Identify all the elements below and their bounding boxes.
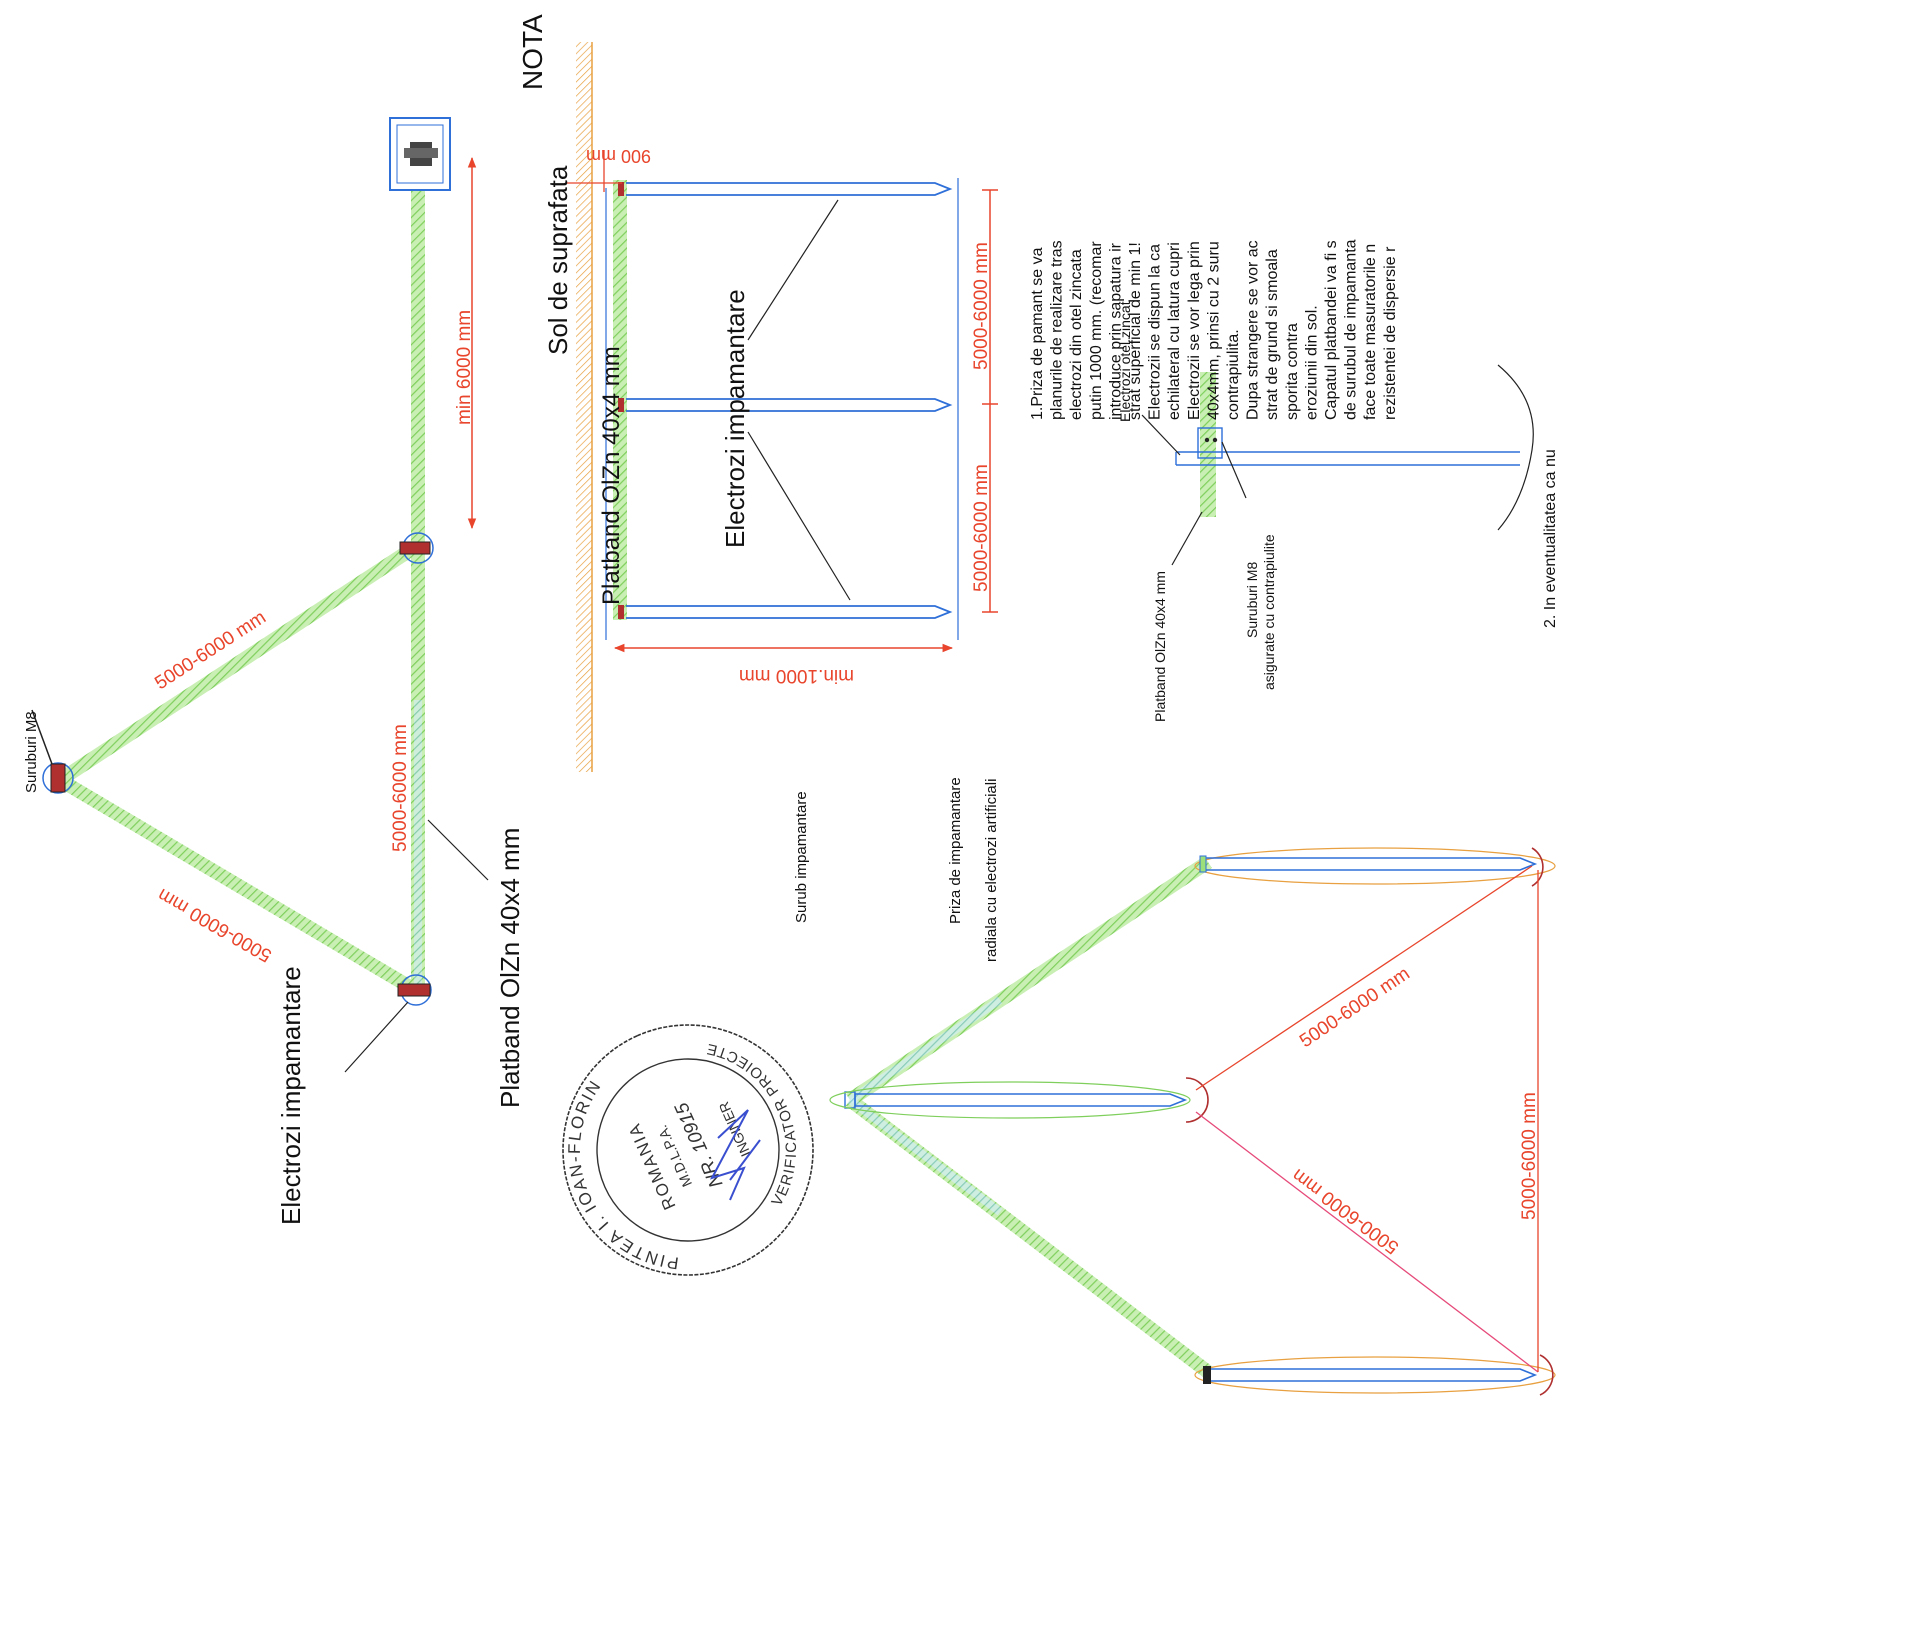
- notes-line: putin 1000 mm. (recomar: [1088, 241, 1105, 420]
- notes-line: introduce prin sapatura ir: [1107, 242, 1124, 420]
- detail-view: Electrozi otel zincat Platband OlZn 40x4…: [1117, 301, 1534, 722]
- notes-heading: NOTA: [517, 14, 548, 90]
- plan-strip-ac: [56, 773, 419, 997]
- radial-dim-a: 5000-6000 mm: [1296, 963, 1414, 1052]
- detail-electrode-label: Electrozi otel zincat: [1117, 301, 1133, 422]
- section-dim-spacing-b: 5000-6000 mm: [971, 464, 992, 592]
- radial-dim-b: 5000-6000 mm: [1288, 1164, 1403, 1258]
- signature: [709, 1109, 761, 1201]
- plan-strip-label: Platband OlZn 40x4 mm: [495, 828, 525, 1108]
- electrode-node: [42, 762, 74, 794]
- radial-electrode: [829, 1077, 1209, 1123]
- plan-dim-distance: min 6000 mm: [454, 310, 475, 425]
- stamp-title: INGINER: [715, 1099, 753, 1159]
- notes-line: eroziunii din sol.: [1303, 305, 1320, 420]
- radial-screw-label: Surub impamantare: [793, 791, 810, 923]
- notes-line: Electrozii se dispun la ca: [1147, 244, 1164, 420]
- notes-item-2: 2. In eventualitatea ca nu: [1542, 449, 1559, 628]
- detail-bolts-label-line2: asigurate cu contrapiulite: [1261, 534, 1277, 690]
- grounding-screw-box: [389, 117, 451, 191]
- notes-line: electrozi din otel zincata: [1068, 249, 1085, 420]
- notes-line: echilateral cu latura cupri: [1166, 242, 1183, 420]
- notes-line: face toate masuratorile n: [1362, 244, 1379, 420]
- notes-line: strat de grund si smoala: [1264, 249, 1281, 420]
- section-electrodes-label: Electrozi impamantare: [720, 289, 750, 548]
- notes-line: de surubul de impamanta: [1343, 239, 1360, 420]
- detail-strip: [1200, 372, 1216, 517]
- plan-electrodes-label: Electrozi impamantare: [276, 966, 306, 1225]
- radial-title-line1: Priza de impamantare: [947, 777, 964, 924]
- soil-surface: [576, 42, 592, 772]
- section-electrode: [618, 605, 953, 619]
- section-surface-label: Sol de suprafata: [543, 165, 573, 355]
- notes-line: 40x4mm, prinsi cu 2 suru: [1205, 241, 1222, 420]
- detail-bolts-label-line1: Suruburi M8: [1244, 562, 1260, 638]
- notes-line: contrapiulita.: [1225, 329, 1242, 420]
- section-view: 900 mm min.1000 mm 5000-6000 mm 5000-600…: [543, 42, 998, 772]
- section-dim-length: min.1000 mm: [739, 665, 854, 686]
- notes-line: sporita contra: [1284, 323, 1301, 420]
- radial-dim-c: 5000-6000 mm: [1519, 1092, 1540, 1220]
- detail-strip-label: Platband OlZn 40x4 mm: [1152, 571, 1168, 722]
- radial-electrode: [1194, 1354, 1556, 1396]
- section-electrode: [618, 398, 953, 412]
- plan-bolts-label: Suruburi M8: [23, 711, 40, 793]
- electrode-node: [397, 974, 432, 1006]
- section-dim-spacing-a: 5000-6000 mm: [971, 242, 992, 370]
- electrode-node: [399, 532, 434, 564]
- radial-title-line2: radiala cu electrozi artificiali: [983, 779, 1000, 962]
- notes-line: strat superficial de min 1!: [1127, 242, 1144, 420]
- plan-strip-ab: [56, 539, 422, 786]
- notes-line: 1.Priza de pamant se va: [1029, 247, 1046, 420]
- plan-dim-side-c: 5000-6000 mm: [390, 724, 411, 852]
- notes-line: Dupa strangere se vor ac: [1245, 240, 1262, 420]
- notes-line: Capatul platbandei va fi s: [1323, 240, 1340, 420]
- section-strip-label: Platband OlZn 40x4 mm: [598, 346, 625, 605]
- notes-line: planurile de realizare tras: [1049, 240, 1066, 420]
- section-electrode: [618, 182, 953, 196]
- radial-view: 5000-6000 mm 5000-6000 mm 5000-6000 mm S…: [793, 777, 1556, 1396]
- notes-line: rezistentei de dispersie r: [1382, 246, 1399, 420]
- plan-view: Suruburi M8 5000-6000 mm 5000-6000 mm 50…: [23, 117, 525, 1225]
- engineer-stamp: PINTEA I. IOAN-FLORIN VERIFICATOR PROIEC…: [532, 1020, 828, 1299]
- radial-electrode: [1194, 847, 1556, 887]
- section-dim-depth: 900 mm: [586, 146, 651, 166]
- notes-line: Electrozii se vor lega prin: [1186, 241, 1203, 420]
